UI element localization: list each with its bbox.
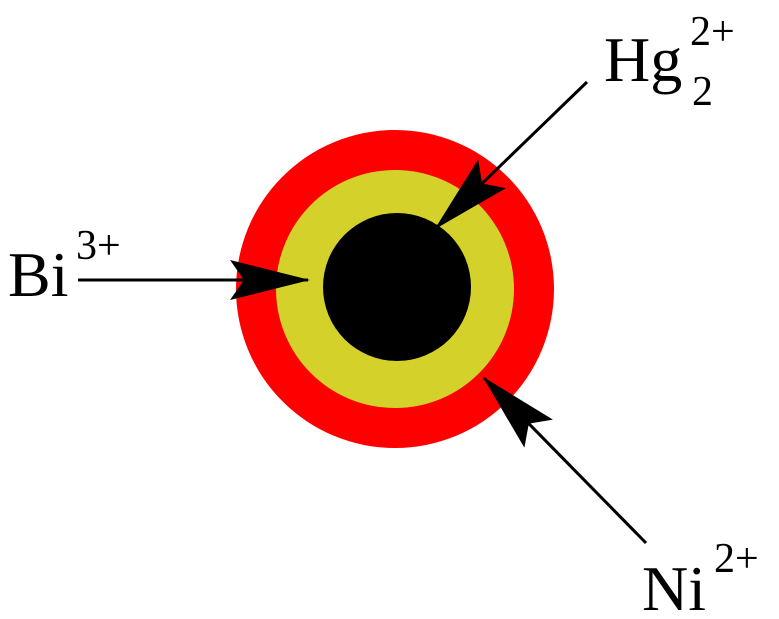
- hg-arrow: [434, 80, 589, 230]
- bi-charge: 3+: [76, 223, 121, 269]
- ni-label: Ni 2+: [642, 536, 759, 619]
- hg-charge: 2+: [690, 9, 735, 55]
- bi-symbol: Bi: [8, 239, 68, 310]
- hg-symbol: Hg: [604, 24, 682, 95]
- ni-symbol: Ni: [642, 553, 706, 619]
- ni-arrow: [482, 376, 648, 545]
- bi-label: Bi 3+: [8, 223, 121, 310]
- hg-subscript: 2: [692, 69, 713, 115]
- black-core: [323, 213, 471, 361]
- hg-label: Hg 2 2+: [604, 9, 735, 115]
- ni-charge: 2+: [714, 536, 759, 582]
